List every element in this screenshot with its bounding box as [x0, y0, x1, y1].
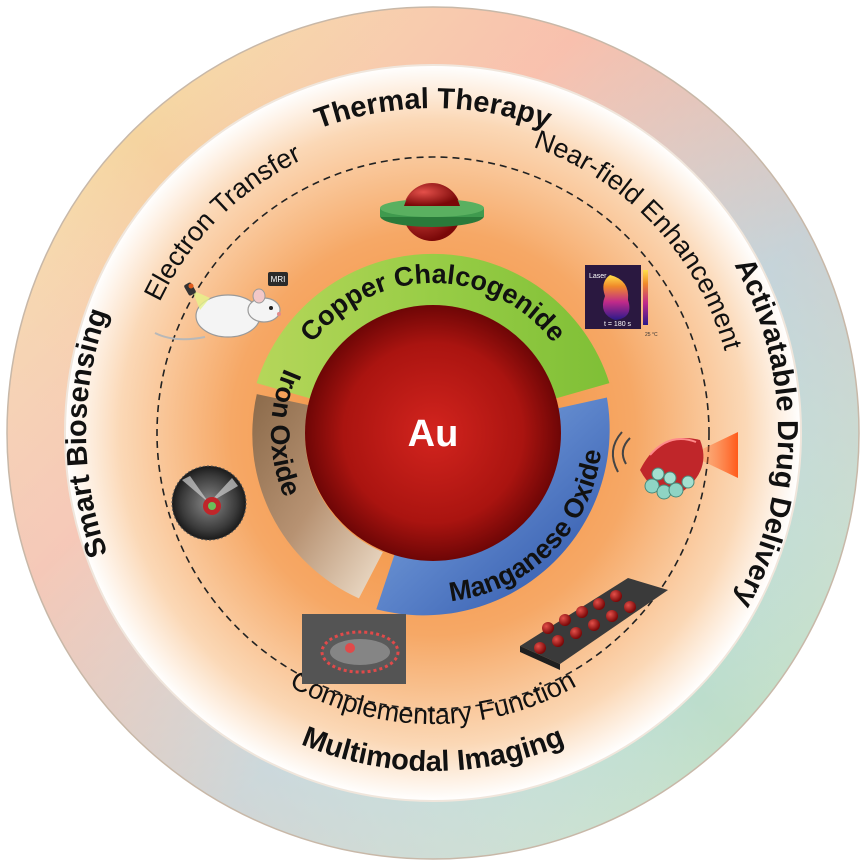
temp-tag: 25 °C [645, 332, 658, 338]
dashed-orbit [156, 156, 710, 710]
outer-ring-border [6, 6, 860, 860]
laser-tag: Laser [589, 273, 607, 280]
porous-nanoparticle-illustration [171, 465, 247, 541]
iron-segment [252, 394, 383, 599]
au-label: Au [408, 413, 459, 455]
thermal-image-inset: Laser t = 180 s 25 °C [585, 265, 658, 338]
time-tag: t = 180 s [604, 321, 632, 328]
middle-zone-edge [64, 64, 802, 802]
drug-release-illustration [611, 431, 738, 500]
mri-tag: MRI [271, 275, 286, 284]
au-core [305, 305, 561, 561]
copper-segment [256, 253, 610, 399]
tissue-image-inset [302, 614, 406, 684]
mouse-imaging-illustration: MRI [154, 272, 288, 341]
nanosheet-spheres-illustration [520, 578, 668, 670]
nanodisc-sphere-illustration [380, 183, 484, 241]
